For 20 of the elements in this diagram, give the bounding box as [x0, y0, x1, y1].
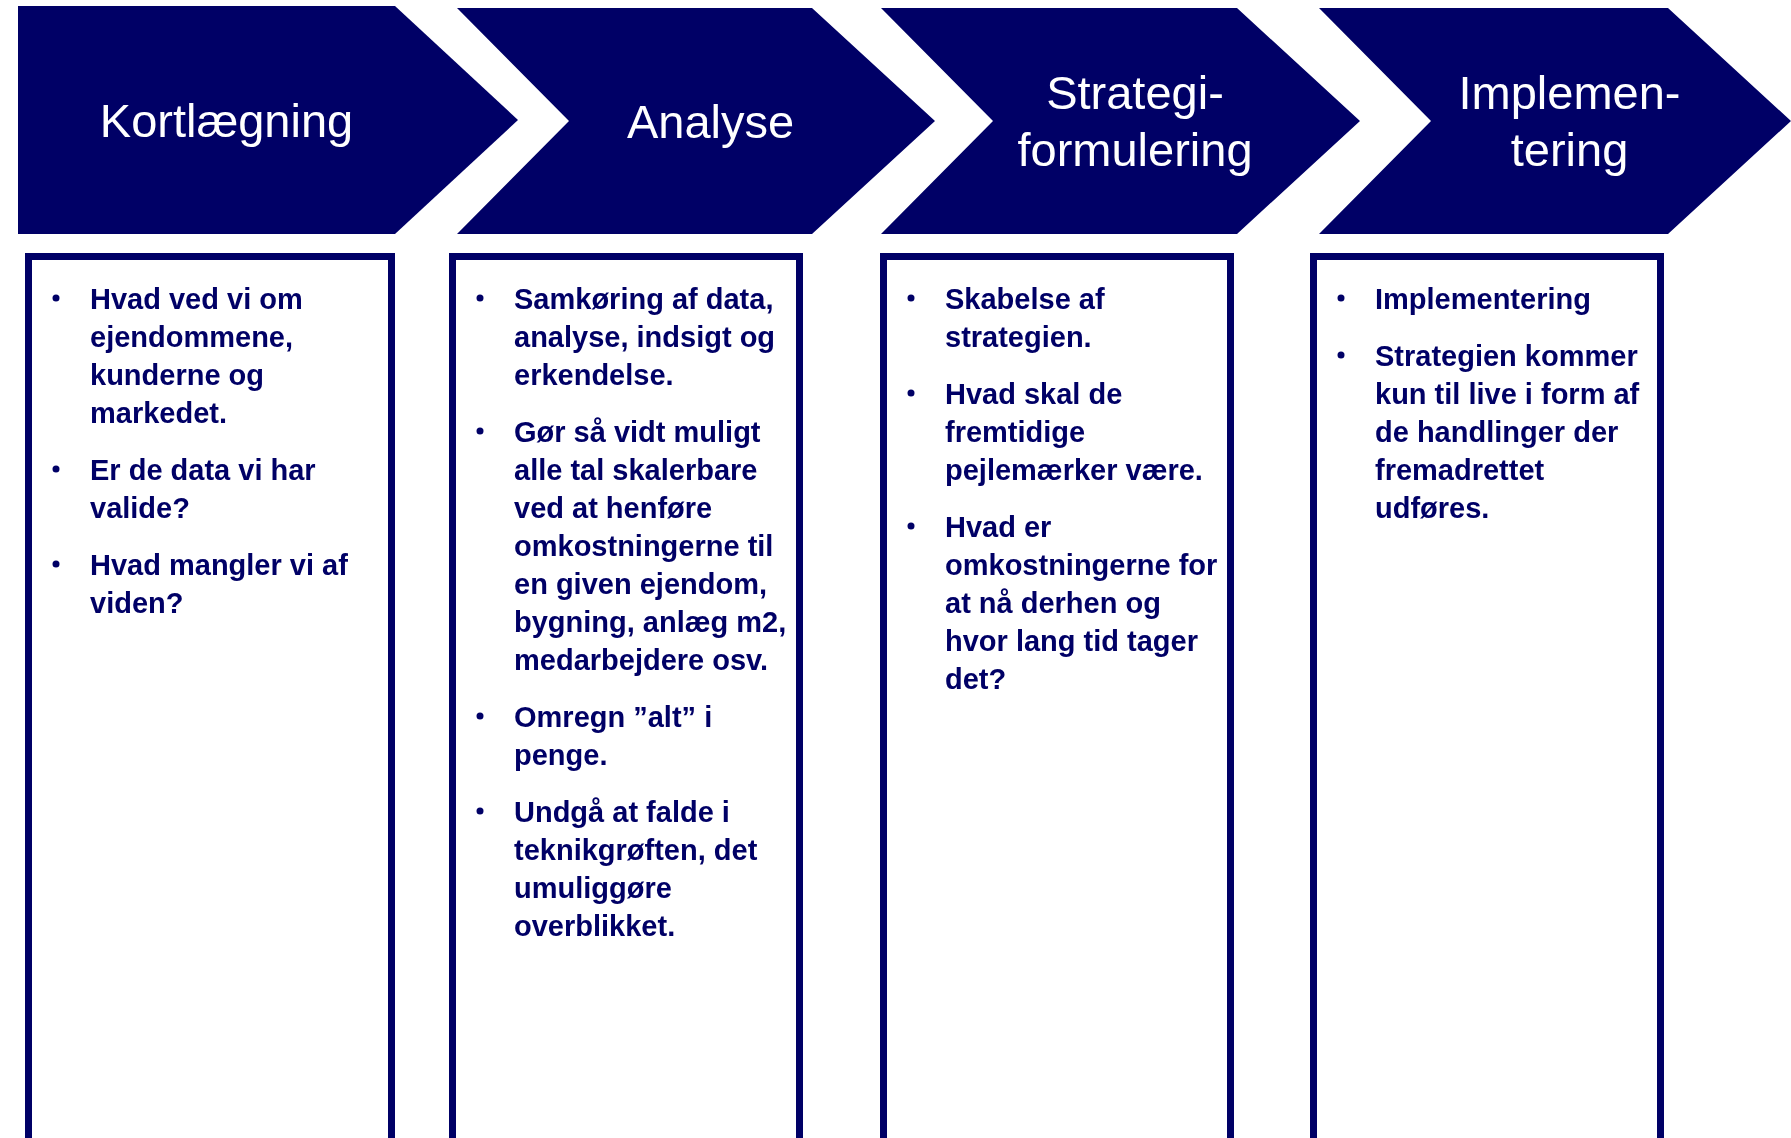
- bullet-text: Undgå at falde i teknikgrøften, det umuliggøre overblikket.: [514, 795, 759, 944]
- stage-title: Implemen- tering: [1457, 65, 1682, 178]
- bullet-text: Hvad skal de fremtidige pejlemærker være.: [945, 377, 1204, 488]
- stage-title: Kortlægning: [98, 92, 355, 149]
- stage-title: Strategi- formulering: [1016, 65, 1254, 178]
- bullet-text: Skabelse af strategien.: [945, 282, 1106, 355]
- bullet-text: Hvad er omkostningerne for at nå derhen og hvor lang tid tager det?: [945, 510, 1219, 697]
- bullet-text: Strategien kommer kun til live i form af de handlinger der fremadrettet udføres.: [1375, 339, 1641, 526]
- stage-title: Analyse: [625, 93, 796, 150]
- bullet-text: Er de data vi har valide?: [90, 453, 317, 526]
- bullet-text: Hvad ved vi om ejendommene, kunderne og markedet.: [90, 282, 304, 431]
- bullet-text: Omregn ”alt” i penge.: [514, 700, 714, 773]
- bullet-text: Samkøring af data, analyse, indsigt og erkendelse.: [514, 282, 777, 393]
- bullet-text: Gør så vidt muligt alle tal skalerbare ved at henføre omkostningerne til en given ejendom, bygning, anlæg m2, medarbejdere osv.: [514, 415, 788, 678]
- bullet-panel: [449, 253, 803, 1138]
- bullet-text: Implementering: [1375, 282, 1591, 317]
- bullet-panel: [25, 253, 395, 1138]
- bullet-panel: [1310, 253, 1664, 1138]
- bullet-text: Hvad mangler vi af viden?: [90, 548, 349, 621]
- bullet-panel: [880, 253, 1234, 1138]
